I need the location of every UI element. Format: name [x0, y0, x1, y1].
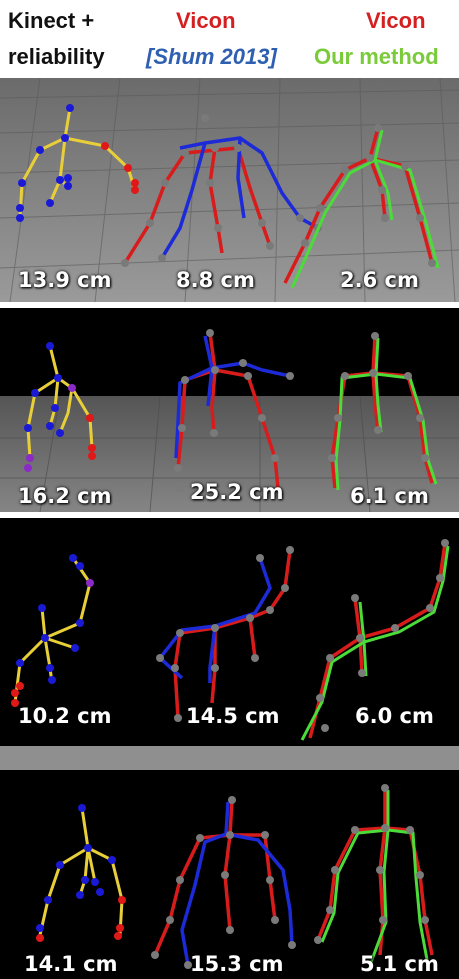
comparison-panel-2: 16.2 cm 25.2 cm 6.1 cm: [0, 308, 459, 512]
panel-2-shum-skeleton: [174, 329, 294, 492]
panel-2-ours-skeleton: [328, 332, 438, 491]
panel-1-kinect-error: 13.9 cm: [18, 268, 112, 292]
comparison-panel-4: 14.1 cm 15.3 cm 5.1 cm: [0, 770, 459, 979]
panel-1-kinect-skeleton: [16, 104, 139, 222]
comparison-panel-3: 10.2 cm 14.5 cm 6.0 cm: [0, 518, 459, 746]
panel-1-shum-error: 8.8 cm: [176, 268, 255, 292]
panel-4-kinect-error: 14.1 cm: [24, 952, 118, 976]
panel-3-scene: [0, 518, 459, 746]
panel-4-kinect-skeleton: [36, 804, 126, 942]
panel-3-ours-error: 6.0 cm: [355, 704, 434, 728]
panel-divider-2: [0, 512, 459, 518]
panel-3-ours-skeleton: [300, 539, 450, 741]
panel-2-kinect-skeleton: [24, 342, 96, 472]
panel-divider-1: [0, 302, 459, 308]
panel-2-ours-error: 6.1 cm: [350, 484, 429, 508]
header-vicon-2: Vicon: [366, 8, 426, 33]
panel-3-shum-error: 14.5 cm: [186, 704, 280, 728]
panel-4-ours-error: 5.1 cm: [360, 952, 439, 976]
header-kinect-line1: Kinect +: [8, 8, 95, 33]
panel-2-scene: [0, 308, 459, 512]
panel-2-shum-error: 25.2 cm: [190, 480, 284, 504]
panel-1-scene: [0, 78, 459, 302]
column-headers: Kinect + reliability Vicon [Shum 2013] V…: [0, 0, 459, 78]
panel-4-shum-error: 15.3 cm: [190, 952, 284, 976]
header-our-method: Our method: [314, 44, 439, 69]
panel-2-kinect-error: 16.2 cm: [18, 484, 112, 508]
header-shum: [Shum 2013]: [146, 44, 277, 69]
panel-3-shum-skeleton: [156, 546, 294, 722]
header-kinect-line2: reliability: [8, 44, 105, 69]
panel-3-kinect-skeleton: [11, 554, 94, 707]
panel-1-ours-skeleton: [283, 124, 440, 289]
panel-3-kinect-error: 10.2 cm: [18, 704, 112, 728]
panel-1-shum-skeleton: [121, 114, 322, 267]
header-vicon-1: Vicon: [176, 8, 236, 33]
panel-divider-3: [0, 746, 459, 770]
panel-4-ours-skeleton: [314, 784, 434, 966]
comparison-panel-1: 13.9 cm 8.8 cm 2.6 cm: [0, 78, 459, 302]
panel-4-scene: [0, 770, 459, 979]
panel-1-ours-error: 2.6 cm: [340, 268, 419, 292]
panel-4-shum-skeleton: [151, 796, 296, 969]
